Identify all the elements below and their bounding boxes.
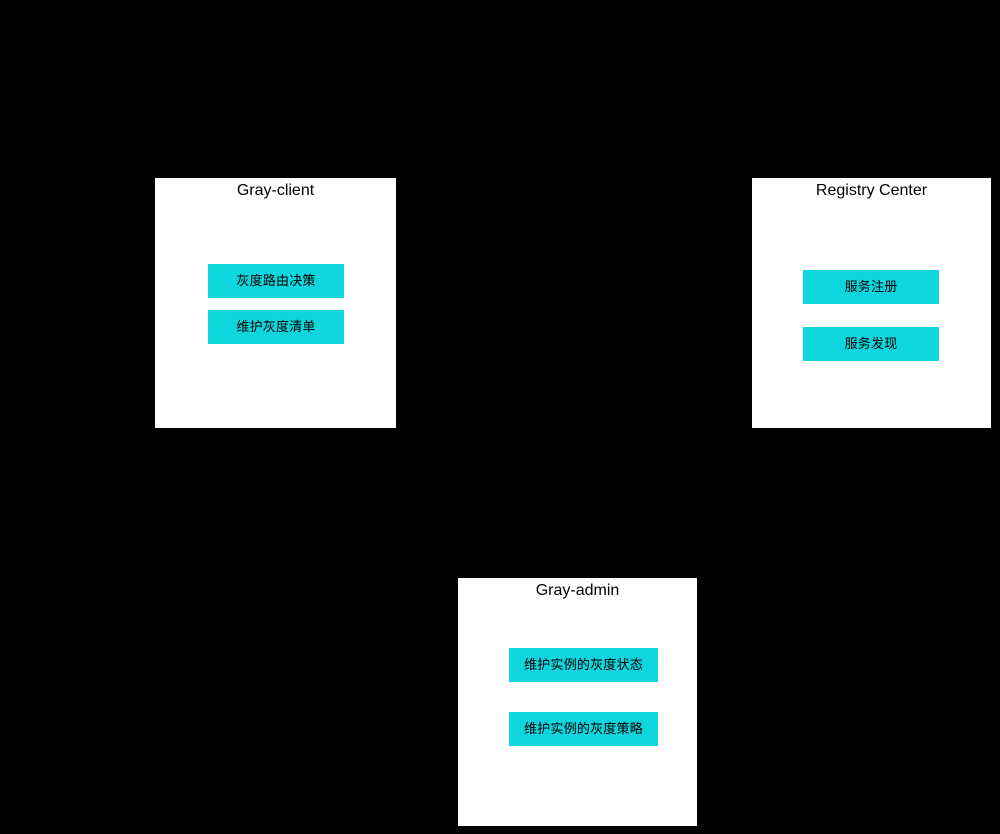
card-title-gray-client: Gray-client xyxy=(236,182,315,199)
node-gray-client-0[interactable]: 灰度路由决策 xyxy=(208,264,344,298)
node-gray-client-1[interactable]: 维护灰度清单 xyxy=(208,310,344,344)
card-gray-client[interactable]: Gray-client 灰度路由决策 维护灰度清单 xyxy=(155,178,396,428)
node-registry-center-1[interactable]: 服务发现 xyxy=(803,327,939,361)
node-registry-center-0[interactable]: 服务注册 xyxy=(803,270,939,304)
card-title-gray-admin: Gray-admin xyxy=(535,582,620,599)
card-registry-center[interactable]: Registry Center 服务注册 服务发现 xyxy=(752,178,991,428)
card-gray-admin[interactable]: Gray-admin 维护实例的灰度状态 维护实例的灰度策略 xyxy=(458,578,697,826)
card-title-registry-center: Registry Center xyxy=(815,182,928,199)
node-gray-admin-0[interactable]: 维护实例的灰度状态 xyxy=(509,648,658,682)
node-gray-admin-1[interactable]: 维护实例的灰度策略 xyxy=(509,712,658,746)
